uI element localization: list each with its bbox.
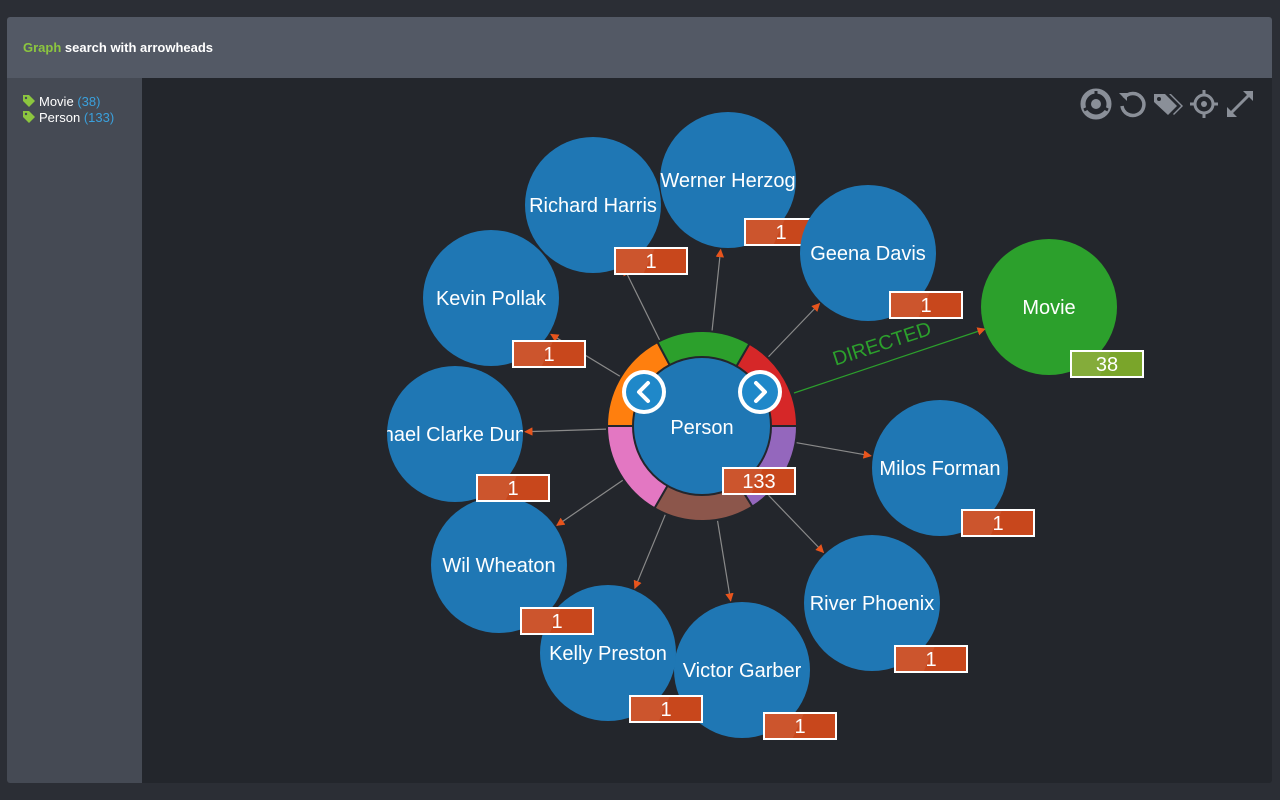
count-text: 133 — [742, 471, 775, 493]
graph-toolbar — [1072, 78, 1272, 128]
legend-count: (133) — [83, 110, 115, 125]
relationship-edge — [768, 302, 821, 358]
node-label: River Phoenix — [810, 593, 935, 615]
person-node[interactable]: Richard Harris 1 — [525, 137, 688, 275]
node-label: Michael Clarke Duncan — [352, 424, 559, 446]
node-label: Movie — [1022, 297, 1075, 319]
person-node[interactable]: Milos Forman 1 — [872, 400, 1035, 537]
count-badge: 1 — [520, 607, 594, 635]
legend-label: Movie — [39, 94, 74, 109]
count-badge: 1 — [512, 340, 586, 368]
count-badge: 1 — [476, 474, 550, 502]
count-text: 1 — [660, 699, 671, 721]
radial-menu-icon[interactable] — [1080, 88, 1112, 120]
legend-count: (38) — [77, 94, 101, 109]
count-text: 1 — [992, 513, 1003, 535]
node-label: Kevin Pollak — [436, 288, 547, 310]
movie-node[interactable]: Movie 38 — [981, 239, 1144, 378]
node-label: Person — [670, 417, 733, 439]
count-text: 1 — [543, 344, 554, 366]
relationship-edge — [768, 494, 825, 554]
relationship-edge — [711, 248, 725, 331]
tags-icon[interactable] — [1152, 88, 1184, 120]
node-label: Werner Herzog — [660, 170, 795, 192]
panel-title: Graph search with arrowheads — [23, 40, 213, 55]
count-badge: 1 — [961, 509, 1035, 537]
title-accent: Graph — [23, 40, 62, 55]
legend-sidebar: Movie (38) Person (133) — [7, 78, 142, 783]
count-text: 1 — [645, 251, 656, 273]
count-badge: 1 — [629, 695, 703, 723]
person-node[interactable]: Michael Clarke Duncan 1 — [352, 366, 559, 502]
legend-item-movie[interactable]: Movie (38) — [23, 94, 100, 109]
person-node[interactable]: Werner Herzog 1 — [660, 112, 818, 248]
count-text: 1 — [920, 295, 931, 317]
count-text: 38 — [1096, 354, 1118, 376]
person-node[interactable]: Geena Davis 1 — [800, 185, 963, 321]
legend-label: Person — [39, 110, 81, 125]
count-text: 1 — [775, 222, 786, 244]
node-label: Milos Forman — [879, 458, 1000, 480]
person-node[interactable]: Victor Garber 1 — [674, 602, 837, 740]
node-label: Victor Garber — [683, 660, 802, 682]
node-label: Richard Harris — [529, 195, 657, 217]
relationship-edge — [633, 514, 666, 590]
node-label: Wil Wheaton — [442, 555, 555, 577]
legend-item-person[interactable]: Person (133) — [23, 110, 114, 125]
node-label: Kelly Preston — [549, 643, 667, 665]
count-text: 1 — [551, 611, 562, 633]
person-node[interactable]: River Phoenix 1 — [804, 535, 968, 673]
person-node[interactable]: Wil Wheaton 1 — [431, 497, 594, 635]
node-label: Geena Davis — [810, 243, 926, 265]
count-badge: 133 — [722, 467, 796, 495]
relationship-edge — [623, 267, 661, 341]
count-badge: 1 — [894, 645, 968, 673]
fullscreen-icon[interactable] — [1224, 88, 1256, 120]
tag-icon — [23, 95, 35, 107]
chevron-right-icon[interactable] — [738, 370, 782, 414]
relationship-edge — [524, 427, 607, 436]
relationship-label: DIRECTED — [830, 318, 934, 371]
panel-header: Graph search with arrowheads — [7, 17, 1272, 78]
relationship-edge — [796, 442, 872, 459]
title-text: search with arrowheads — [61, 40, 214, 55]
graph-panel: Graph search with arrowheads Movie (38) … — [7, 17, 1272, 783]
count-text: 1 — [507, 478, 518, 500]
count-badge: 1 — [889, 291, 963, 319]
person-node[interactable]: Kevin Pollak 1 — [423, 230, 586, 368]
center-person-node[interactable]: Person 133 — [605, 330, 799, 522]
count-text: 1 — [794, 716, 805, 738]
directed-edge[interactable] — [793, 327, 986, 394]
count-badge: 1 — [614, 247, 688, 275]
chevron-left-icon[interactable] — [622, 370, 666, 414]
relationship-edge — [556, 479, 624, 526]
count-text: 1 — [925, 649, 936, 671]
count-badge: 1 — [763, 712, 837, 740]
reset-icon[interactable] — [1116, 88, 1148, 120]
relationship-edge — [716, 520, 734, 602]
count-badge: 38 — [1070, 350, 1144, 378]
center-icon[interactable] — [1188, 88, 1220, 120]
tag-icon — [23, 111, 35, 123]
